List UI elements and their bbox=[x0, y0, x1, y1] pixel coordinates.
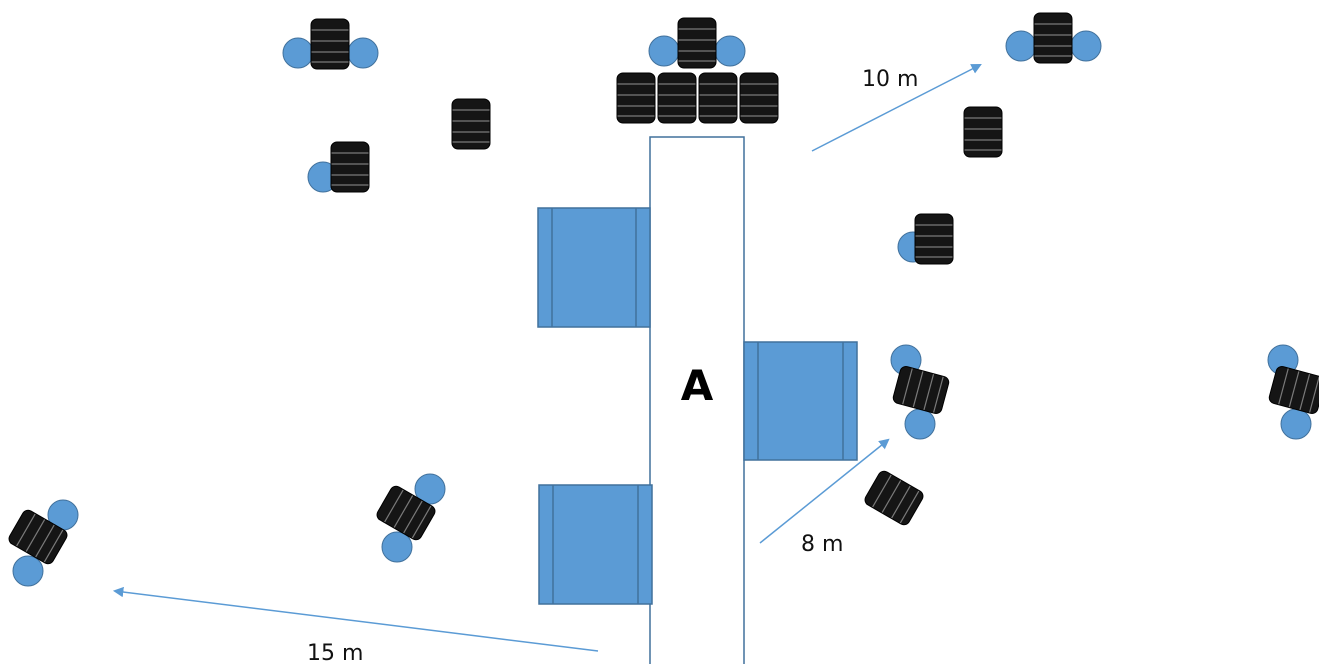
tire-stack-group-top-right bbox=[1005, 12, 1102, 64]
tire-stack-group-right-mid bbox=[897, 213, 954, 265]
distance-label-15m: 15 m bbox=[307, 641, 363, 664]
dock-right bbox=[743, 341, 858, 461]
arrow-10m bbox=[811, 64, 982, 152]
tire-stack-group-center-left-rotated bbox=[374, 473, 446, 563]
tire-stack-single-rotated bbox=[862, 468, 926, 528]
tire-stack-group-right-rotated bbox=[890, 344, 951, 440]
arrow-15m bbox=[112, 586, 599, 652]
tire-stack-group-top-center bbox=[616, 17, 779, 124]
dock-lower-left bbox=[538, 484, 653, 605]
distance-label-8m: 8 m bbox=[801, 532, 843, 557]
tire-stack-single bbox=[963, 106, 1003, 158]
distance-label-10m: 10 m bbox=[862, 67, 918, 92]
dock-upper-left bbox=[537, 207, 651, 328]
arrow-8m bbox=[759, 438, 890, 544]
building-label: A bbox=[681, 361, 714, 410]
building-a bbox=[649, 136, 745, 664]
tire-stack-group-top-left bbox=[282, 18, 379, 70]
tire-stack-group-far-right bbox=[1267, 344, 1319, 440]
tire-stack-group-far-left bbox=[6, 499, 79, 587]
tire-stack-icon bbox=[310, 18, 350, 70]
tire-stack-group-left-mid bbox=[307, 141, 370, 193]
tire-stack-single bbox=[451, 98, 491, 150]
